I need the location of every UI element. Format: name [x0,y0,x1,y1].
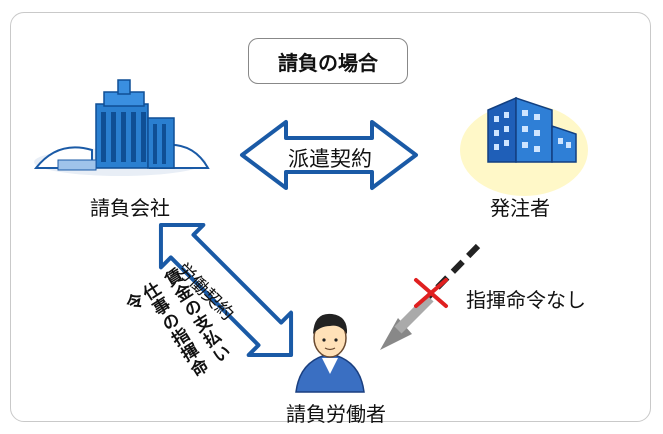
contractor-building-icon [33,79,210,176]
no-instruction-label: 指揮命令なし [466,288,586,312]
worker-label: 請負労働者 [286,402,386,426]
client-building-icon [460,96,588,196]
client-label: 発注者 [490,196,550,220]
dispatch-contract-arrow [240,120,418,190]
worker-icon [295,313,365,393]
cross-icon [414,278,448,308]
contractor-label: 請負会社 [90,196,170,220]
dispatch-contract-label: 派遣契約 [288,147,372,171]
diagram-title: 請負の場合 [248,38,408,84]
labor-contract-arrow [158,222,294,358]
no-instruction-arrow [380,243,481,350]
